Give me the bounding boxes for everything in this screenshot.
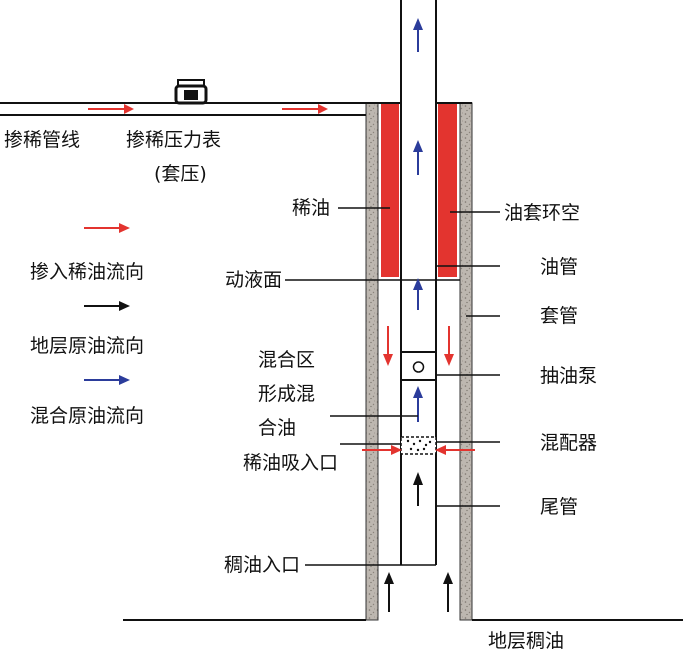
casing-wall-left	[365, 102, 379, 621]
label-pipeline: 掺稀管线	[4, 129, 80, 151]
thin-oil-inlet-arrow-left	[362, 445, 402, 455]
label-mixing-zone-1: 混合区	[258, 349, 315, 371]
casing-wall-right	[459, 102, 473, 621]
label-heavy-oil-inlet: 稠油入口	[224, 554, 300, 576]
pipeline-thin-oil-arrow-1	[88, 104, 134, 114]
label-thin-oil: 稀油	[292, 197, 330, 219]
thin-oil-inlet-arrow-right	[435, 445, 475, 455]
mixed-oil-arrow-4	[413, 386, 423, 422]
annulus-thin-oil-arrow-left	[383, 326, 393, 366]
pressure-gauge-icon	[174, 79, 208, 105]
mixed-oil-arrow-3	[413, 278, 423, 310]
annulus-thin-oil-arrow-right	[444, 326, 454, 366]
label-pump: 抽油泵	[540, 365, 597, 387]
label-tubing: 油管	[540, 256, 578, 278]
legend-thin-oil-arrow	[84, 223, 130, 233]
formation-oil-arrow-right	[443, 572, 453, 612]
legend: 掺入稀油流向 地层原油流向 混合原油流向	[30, 223, 144, 427]
mixer	[400, 436, 437, 455]
legend-mixed-oil-arrow	[84, 375, 130, 385]
pipeline-thin-oil-arrow-2	[282, 104, 328, 114]
label-gauge-sub: (套压)	[154, 163, 207, 185]
label-annulus: 油套环空	[504, 202, 580, 224]
legend-thin-oil-label: 掺入稀油流向	[30, 261, 144, 283]
formation-oil-arrow-tail	[413, 472, 423, 506]
label-mixing-zone-2: 形成混	[258, 383, 315, 405]
thin-oil-column-right	[438, 104, 457, 277]
label-thin-oil-inlet: 稀油吸入口	[243, 452, 338, 474]
label-mixing-zone-3: 合油	[258, 417, 296, 439]
label-fluid-level: 动液面	[225, 269, 282, 291]
formation-oil-arrow-left	[384, 572, 394, 612]
legend-formation-oil-arrow	[84, 301, 130, 311]
legend-formation-oil-label: 地层原油流向	[30, 335, 144, 357]
legend-mixed-oil-label: 混合原油流向	[30, 405, 144, 427]
label-gauge: 掺稀压力表	[126, 129, 221, 151]
thin-oil-column-left	[381, 104, 399, 277]
oil-pump	[400, 351, 437, 381]
mixed-oil-arrow-2	[413, 140, 423, 175]
label-casing: 套管	[540, 305, 578, 327]
label-formation-heavy-oil: 地层稠油	[488, 630, 564, 652]
mixed-oil-arrow-1	[413, 18, 423, 52]
label-mixer: 混配器	[540, 432, 597, 454]
label-tail-pipe: 尾管	[540, 496, 578, 518]
